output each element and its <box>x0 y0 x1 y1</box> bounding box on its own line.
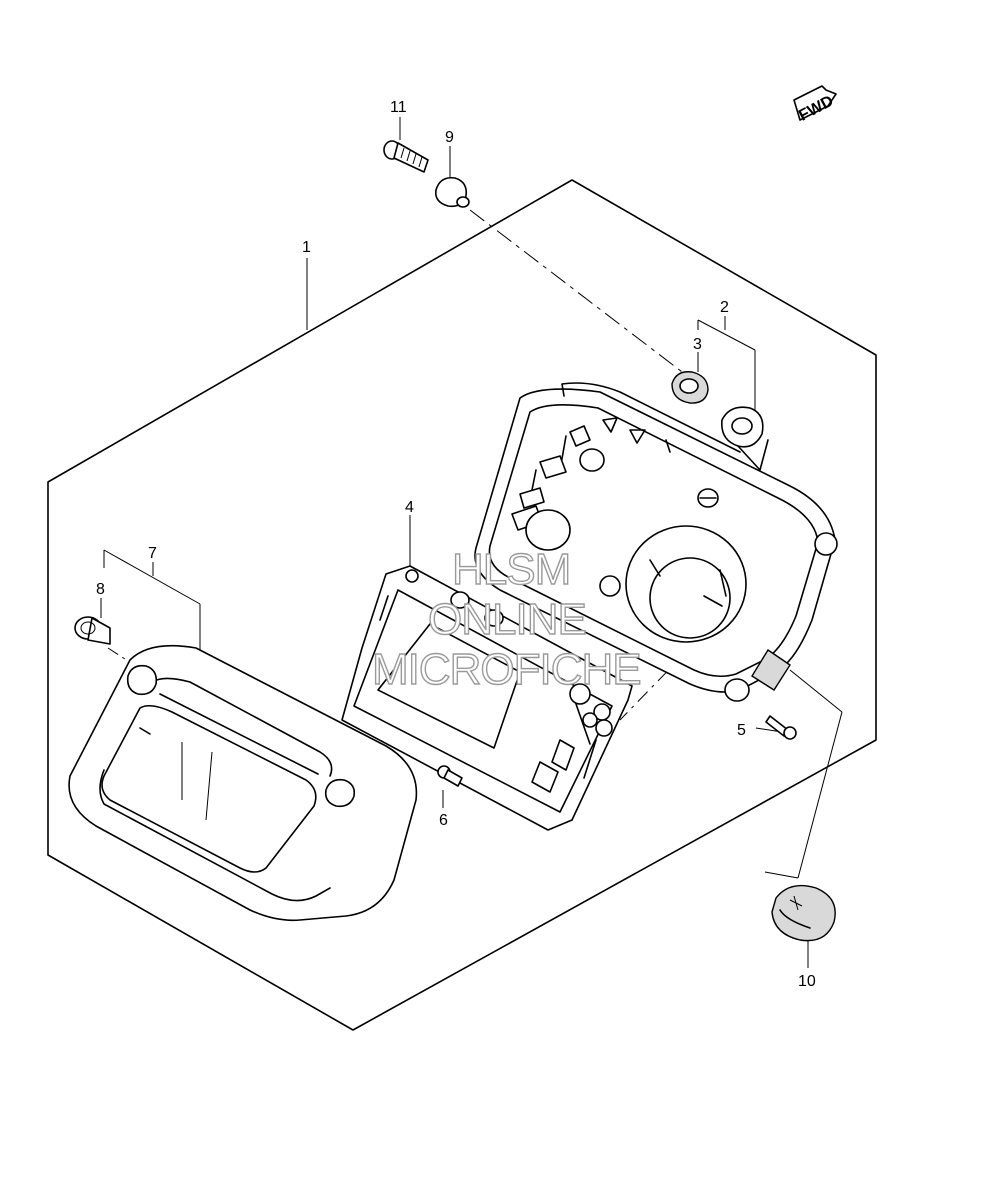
callout-8: 8 <box>96 581 105 598</box>
callout-labels: 1 2 3 4 5 6 7 8 9 10 11 <box>96 99 816 990</box>
callout-7: 7 <box>148 545 157 562</box>
callout-1: 1 <box>302 239 311 256</box>
callout-3: 3 <box>693 336 702 353</box>
forward-direction-icon: FWD <box>793 85 837 125</box>
grommet-9 <box>434 176 470 208</box>
watermark: HLSM ONLINE MICROFICHE <box>371 544 642 694</box>
leader-lines <box>100 117 843 968</box>
screw-5 <box>765 715 797 740</box>
cap-10 <box>771 884 836 942</box>
callout-2: 2 <box>720 299 729 316</box>
callout-10: 10 <box>798 973 816 990</box>
callout-6: 6 <box>439 812 448 829</box>
bolt-8 <box>74 616 111 645</box>
callout-4: 4 <box>405 499 414 516</box>
meter-case-2 <box>474 382 838 702</box>
screw-6 <box>437 765 463 787</box>
front-cover-7 <box>68 644 418 922</box>
watermark-line-3: MICROFICHE <box>372 645 641 694</box>
watermark-line-1: HLSM <box>452 545 570 594</box>
callout-9: 9 <box>445 129 454 146</box>
circuit-board-4 <box>341 565 633 831</box>
watermark-line-2: ONLINE <box>428 595 586 644</box>
grommet-3 <box>671 371 709 404</box>
screw-11 <box>383 140 429 173</box>
assembly-outline <box>47 179 877 1031</box>
callout-11: 11 <box>390 99 407 116</box>
callout-5: 5 <box>737 722 746 739</box>
